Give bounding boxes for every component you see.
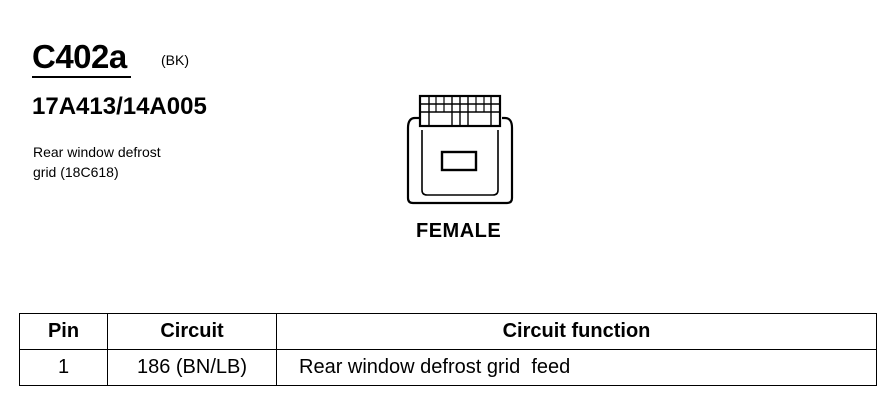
header-circuit-function: Circuit function xyxy=(276,313,877,350)
connector-description: Rear window defrost grid (18C618) xyxy=(33,142,213,182)
connector-gender-label: FEMALE xyxy=(416,220,502,242)
part-number: 17A413/14A005 xyxy=(32,93,207,120)
description-line-2: grid (18C618) xyxy=(33,164,119,180)
connector-color-code: (BK) xyxy=(161,52,189,68)
header-circuit: Circuit xyxy=(107,313,277,350)
cell-circuit-function: Rear window defrost grid feed xyxy=(276,349,877,386)
connector-face-icon xyxy=(406,94,514,205)
cell-circuit: 186 (BN/LB) xyxy=(107,349,277,386)
connector-id: C402a xyxy=(32,38,131,78)
table-row: 1 186 (BN/LB) Rear window defrost grid f… xyxy=(19,349,877,386)
header-pin: Pin xyxy=(19,313,108,350)
description-line-1: Rear window defrost xyxy=(33,144,161,160)
cell-pin: 1 xyxy=(19,349,108,386)
pin-table: Pin Circuit Circuit function 1 186 (BN/L… xyxy=(19,313,877,386)
pin-table-header-row: Pin Circuit Circuit function xyxy=(19,313,877,350)
